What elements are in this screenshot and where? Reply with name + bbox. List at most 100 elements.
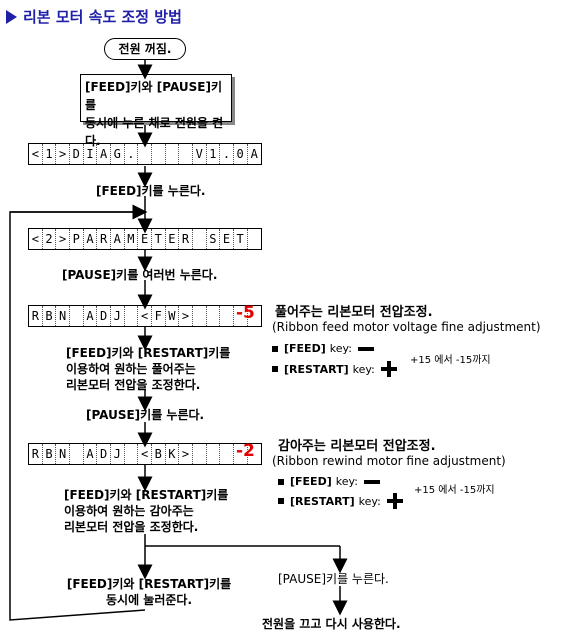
pause-repeat-step-label: [PAUSE]키를 여러번 누른다. [62,268,218,282]
lcd-cell [220,306,234,326]
lcd-cell: A [250,147,258,161]
lcd-cell: < [29,144,43,164]
bullet-square-icon [278,498,284,504]
rewind-adjust-subtitle: (Ribbon rewind motor fine adjustment) [272,454,506,468]
lcd-cell [125,444,139,464]
lcd-cell [193,444,207,464]
lcd-cell [207,444,221,464]
lcd-cell: A [84,229,98,249]
rewind-adjust-value: -2 [236,441,255,461]
lcd-cell: M [125,229,139,249]
lcd-cell [207,306,221,326]
pause-step-label: [PAUSE]키를 누른다. [86,408,205,422]
lcd-cell: W [166,306,180,326]
rewind-range-text: +15 에서 -15까지 [414,485,495,496]
start-terminal: 전원 꺼짐. [104,38,186,60]
lcd-cell [70,444,84,464]
lcd-cell: E [138,229,152,249]
power-on-step-box: [FEED]키와 [PAUSE]키를 동시에 누른 채로 전원을 켠다. [80,74,232,148]
lcd-cell [166,144,180,164]
lcd-cell: G [111,144,125,164]
lcd-cell: N [56,444,70,464]
lcd-cell [152,144,166,164]
lcd-cell [125,306,139,326]
page-title: 리본 모터 속도 조정 방법 [6,6,182,27]
lcd-cell: R [179,229,193,249]
minus-icon [357,346,374,351]
lcd-cell: D [97,306,111,326]
lcd-cell: J [111,306,125,326]
exit-branch-label: [PAUSE]키를 누른다. [278,572,389,586]
lcd-cell [220,444,234,464]
feed-step-label: [FEED]키를 누른다. [96,184,206,198]
lcd-cell: > [179,306,193,326]
rewind-adjust-title: 감아주는 리본모터 전압조정. [278,439,436,454]
feed-range-text: +15 에서 -15까지 [410,355,491,366]
bullet-square-icon [272,366,278,372]
lcd-cell: B [152,444,166,464]
lcd-cell [193,306,207,326]
lcd-cell: D [97,444,111,464]
triangle-bullet-icon [6,10,17,24]
lcd-cell: B [43,444,57,464]
feed-adjust-value: -5 [236,303,255,323]
plus-icon [386,493,403,509]
lcd-cell: 1 [43,144,57,164]
lcd-cell [248,229,262,249]
plus-icon [380,361,397,377]
feed-adjust-instruction: [FEED]키와 [RESTART]키를 이용하여 원하는 풀어주는 리본모터 … [66,346,231,392]
lcd-cell: I [84,144,98,164]
feed-key-minus: [FEED]key: [272,342,374,355]
lcd-cell: R [29,306,43,326]
feed-key-minus: [FEED]key: [278,475,380,488]
lcd-cell: 2 [43,229,57,249]
lcd-cell: D [70,144,84,164]
lcd-cell: S [207,229,221,249]
feed-adjust-subtitle: (Ribbon feed motor voltage fine adjustme… [272,320,541,334]
rewind-adjust-instruction: [FEED]키와 [RESTART]키를 이용하여 원하는 감아주는 리본모터 … [64,488,229,534]
bullet-square-icon [272,345,278,352]
lcd-cell: B [43,306,57,326]
lcd-cell: A [84,306,98,326]
lcd-cell: E [220,229,234,249]
lcd-cell: A [111,229,125,249]
lcd-cell: P [70,229,84,249]
lcd-cell: > [56,229,70,249]
lcd-cell: A [84,444,98,464]
lcd-cell: R [29,444,43,464]
lcd-cell: < [138,306,152,326]
lcd-cell: 0 [234,144,248,164]
feed-adjust-title: 풀어주는 리본모터 전압조정. [275,305,433,320]
lcd-cell: . [220,144,234,164]
lcd-cell [179,144,193,164]
lcd-cell [234,306,248,326]
lcd-cell: < [138,444,152,464]
lcd-cell: T [234,229,248,249]
save-branch-instruction: [FEED]키와 [RESTART]키를 동시에 눌러준다. [66,577,232,607]
lcd-cell: V [193,144,207,164]
lcd-cell: . [125,144,139,164]
lcd-cell: 1 [207,144,221,164]
lcd-cell: T [152,229,166,249]
lcd-cell: > [56,144,70,164]
restart-key-plus: [RESTART]key: [272,361,397,377]
lcd-cell: < [29,229,43,249]
lcd-cell [70,306,84,326]
lcd-cell [138,144,152,164]
lcd-cell [234,444,248,464]
lcd-cell: R [97,229,111,249]
lcd-cell: E [166,229,180,249]
minus-icon [363,479,380,484]
lcd-cell: A [97,144,111,164]
lcd-cell: J [111,444,125,464]
lcd-cell: N [56,306,70,326]
lcd-cell: F [152,306,166,326]
end-step-label: 전원을 끄고 다시 사용한다. [262,617,401,631]
lcd-cell [193,229,207,249]
lcd-cell: K [166,444,180,464]
